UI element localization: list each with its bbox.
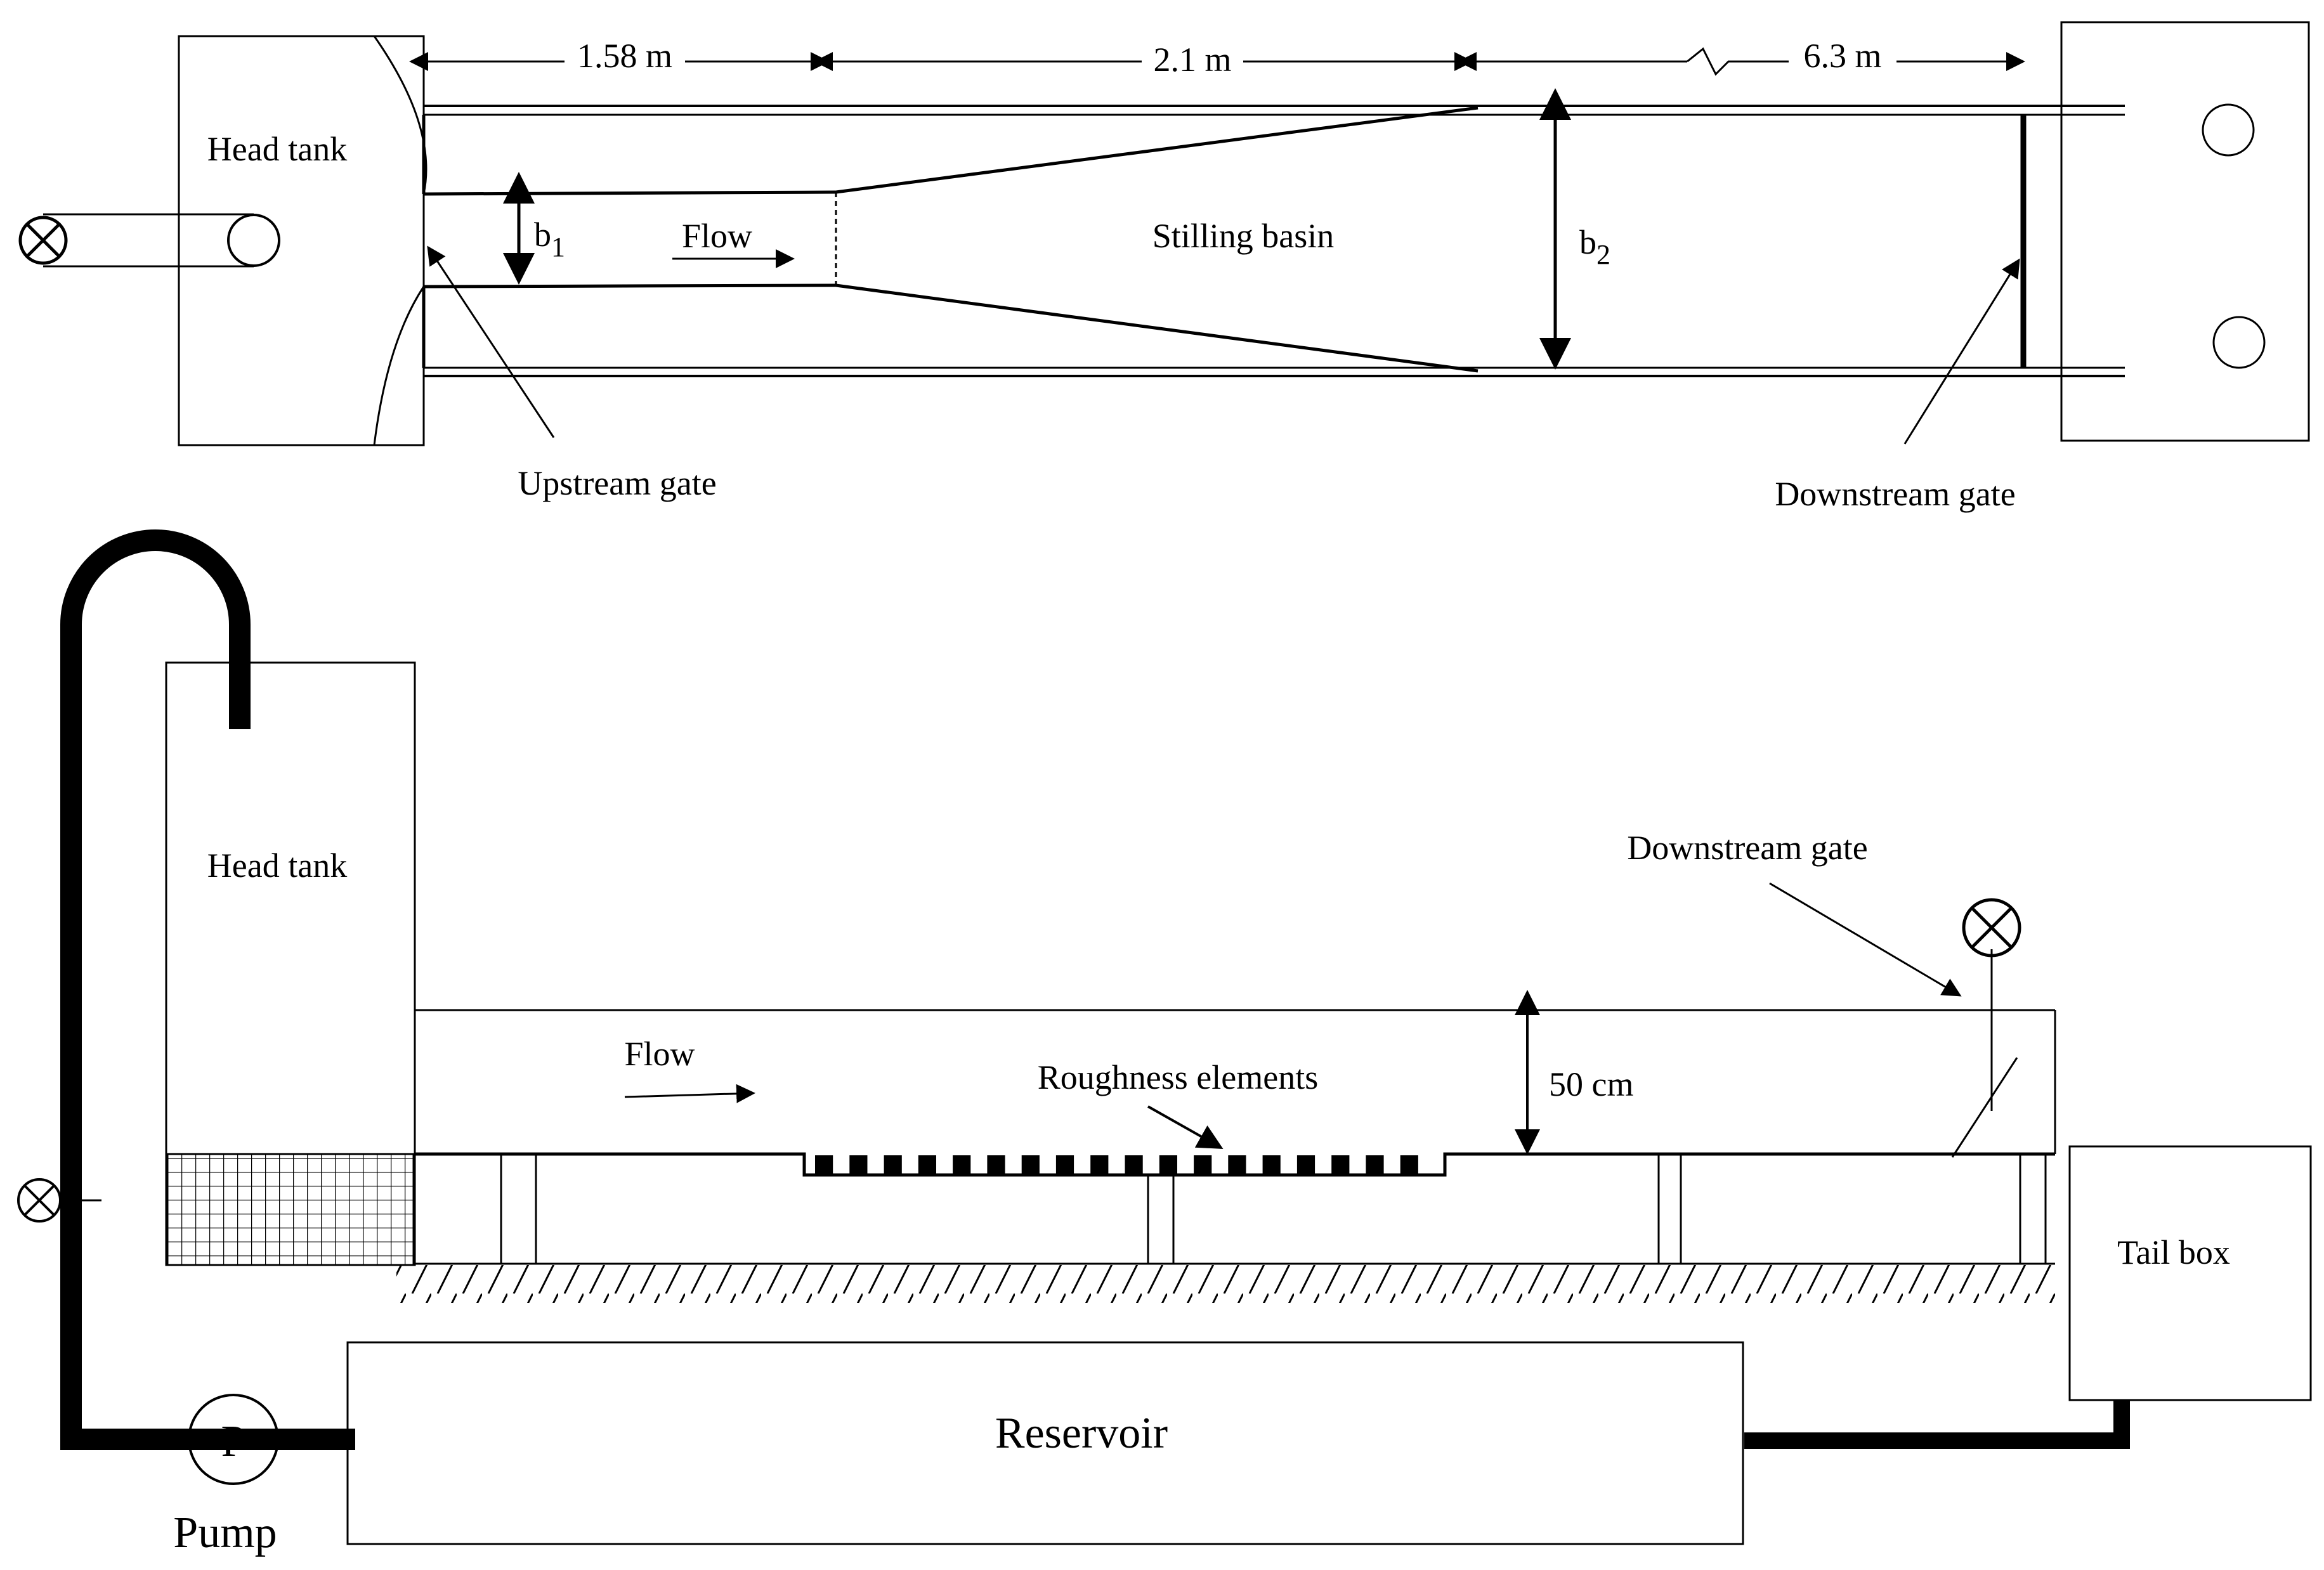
roughness-block bbox=[1296, 1155, 1315, 1175]
plan-downstream-gate-label: Downstream gate bbox=[1775, 475, 2015, 513]
gate-valve-icon bbox=[1962, 898, 2021, 957]
flume-supports bbox=[500, 1153, 2047, 1265]
supply-valve-icon bbox=[17, 1178, 101, 1223]
pump-symbol: P bbox=[221, 1417, 246, 1466]
inlet-pipe bbox=[43, 213, 280, 268]
roughness-block bbox=[918, 1155, 936, 1175]
side-flow-label: Flow bbox=[624, 1035, 695, 1073]
roughness-block bbox=[1331, 1155, 1350, 1175]
inlet-width-label: b1 bbox=[534, 216, 565, 263]
roughness-elements bbox=[815, 1155, 1418, 1175]
plan-tail-box bbox=[2060, 21, 2310, 442]
plan-flow-label: Flow bbox=[682, 217, 752, 255]
roughness-block bbox=[953, 1155, 971, 1175]
plan-head-tank-label: Head tank bbox=[207, 130, 347, 168]
upstream-gate-label: Upstream gate bbox=[518, 464, 716, 502]
side-view: P Pump Head tank Flow Roughness elements bbox=[17, 529, 2312, 1557]
side-flume-channel bbox=[415, 1009, 2056, 1265]
tail-box bbox=[2068, 1145, 2312, 1401]
plan-outlet-circle-bottom bbox=[2212, 316, 2266, 369]
side-downstream-gate-pointer bbox=[1769, 882, 1962, 997]
roughness-block bbox=[1090, 1155, 1109, 1175]
dimension-downstream-length: 6.3 m bbox=[1803, 37, 1881, 75]
side-flow-arrow bbox=[624, 1084, 755, 1103]
stilling-basin-label: Stilling basin bbox=[1152, 217, 1335, 255]
roughness-block bbox=[1021, 1155, 1040, 1175]
roughness-block bbox=[884, 1155, 902, 1175]
diffuser-mesh bbox=[166, 1153, 415, 1266]
roughness-elements-label: Roughness elements bbox=[1038, 1058, 1318, 1096]
depth-label: 50 cm bbox=[1549, 1065, 1633, 1103]
inlet-valve-icon bbox=[18, 216, 68, 265]
ground-hatch bbox=[396, 1265, 2055, 1303]
side-downstream-gate-label: Downstream gate bbox=[1627, 829, 1867, 867]
roughness-block bbox=[1125, 1155, 1143, 1175]
plan-dimension-line bbox=[409, 47, 2025, 76]
return-pipe bbox=[1744, 1400, 2130, 1449]
supply-pipe bbox=[60, 529, 355, 1450]
plan-head-tank bbox=[178, 35, 425, 446]
roughness-block bbox=[1400, 1155, 1418, 1175]
pump-icon bbox=[188, 1394, 279, 1485]
roughness-pointer bbox=[1147, 1105, 1224, 1149]
plan-outlet-circle-top bbox=[2202, 103, 2255, 157]
dimension-inlet-length: 1.58 m bbox=[577, 37, 672, 75]
tail-box-label: Tail box bbox=[2117, 1233, 2230, 1271]
basin-width-label: b2 bbox=[1579, 223, 1610, 270]
upstream-gate-pointer bbox=[427, 245, 555, 438]
pump-label: Pump bbox=[173, 1508, 277, 1557]
roughness-block bbox=[987, 1155, 1005, 1175]
plan-view: Head tank bbox=[18, 21, 2310, 513]
dimension-basin-length: 2.1 m bbox=[1153, 41, 1231, 79]
reservoir bbox=[346, 1341, 1744, 1545]
plan-downstream-gate-pointer bbox=[1903, 258, 2020, 444]
plan-flume-channel bbox=[422, 105, 2125, 377]
roughness-block bbox=[1228, 1155, 1246, 1175]
roughness-block bbox=[1159, 1155, 1177, 1175]
reservoir-label: Reservoir bbox=[995, 1409, 1168, 1458]
roughness-block bbox=[1262, 1155, 1281, 1175]
plan-stilling-basin-walls bbox=[423, 106, 1479, 373]
side-head-tank-label: Head tank bbox=[207, 847, 347, 885]
side-downstream-gate bbox=[1951, 1057, 2018, 1158]
roughness-block bbox=[815, 1155, 833, 1175]
roughness-block bbox=[1366, 1155, 1384, 1175]
roughness-block bbox=[1194, 1155, 1212, 1175]
roughness-block bbox=[1055, 1155, 1074, 1175]
roughness-block bbox=[849, 1155, 868, 1175]
